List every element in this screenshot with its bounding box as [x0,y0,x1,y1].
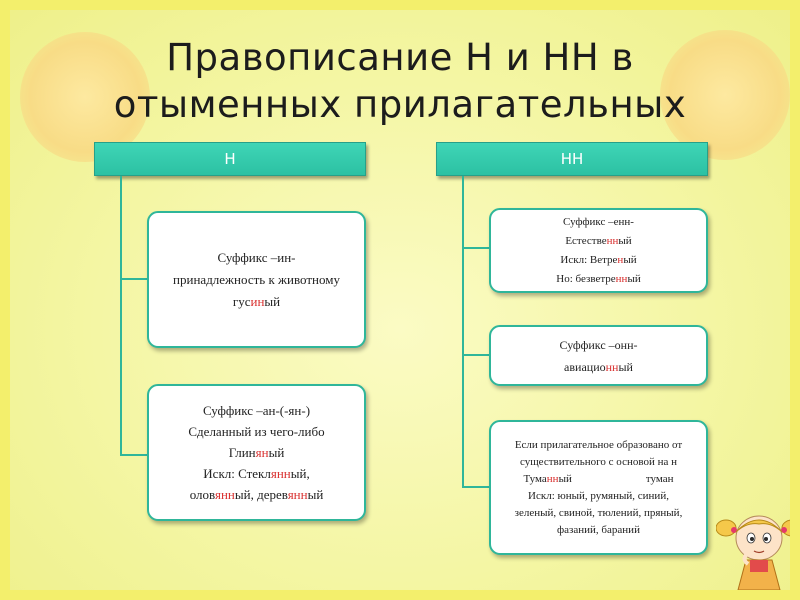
connector-left-1 [120,278,148,280]
header-n: Н [94,142,366,176]
card-line: Суффикс –ан-(-ян-) [202,403,311,418]
note-line: Но: безветренный [556,272,641,285]
card-suffix-in: Суффикс –ин- принадлежность к животному … [147,211,366,348]
cartoon-girl-illustration [716,515,790,590]
header-nn: НН [436,142,708,176]
example-word: гусиный [232,293,281,309]
card-line: Суффикс –ин- [217,249,296,265]
card-line: Суффикс –онн- [559,337,638,352]
title-line-1: Правописание Н и НН в [166,36,634,79]
exception-line: Искл: Ветреный [560,253,637,266]
connector-right-3 [462,486,490,488]
example-word: авиационный [564,359,633,374]
card-stem-n: Если прилагательное образовано от сущест… [489,420,708,555]
exception-line: фазаний, бараний [557,523,640,536]
example-word: Естественный [565,234,632,247]
card-line: Если прилагательное образовано от [514,438,683,451]
card-line: Суффикс –енн- [563,215,634,228]
exception-line: оловянный, деревянный [189,487,324,502]
exception-line: Искл: юный, румяный, синий, [528,489,669,502]
connector-right-vertical [462,176,464,488]
slide-title: Правописание Н и НН в отыменных прилагат… [10,34,790,128]
card-suffix-enn: Суффикс –енн- Естественный Искл: Ветрены… [489,208,708,293]
exception-line: Искл: Стеклянный, [203,466,310,481]
connector-left-vertical [120,176,122,456]
connector-right-2 [462,354,490,356]
card-suffix-an-yan: Суффикс –ан-(-ян-) Сделанный из чего-либ… [147,384,366,521]
example-word: Глиняный [228,445,285,460]
title-line-2: отыменных прилагательных [113,83,687,126]
card-line: Сделанный из чего-либо [188,424,325,439]
card-line: существительного с основой на н [519,455,678,468]
card-suffix-onn: Суффикс –онн- авиационный [489,325,708,386]
exception-line: зеленый, свиной, тюлений, пряный, [514,506,683,519]
decor-circle-left [20,32,150,162]
connector-left-2 [120,454,148,456]
decor-circle-right [660,30,790,160]
connector-right-1 [462,247,490,249]
card-line: принадлежность к животному [173,271,340,287]
